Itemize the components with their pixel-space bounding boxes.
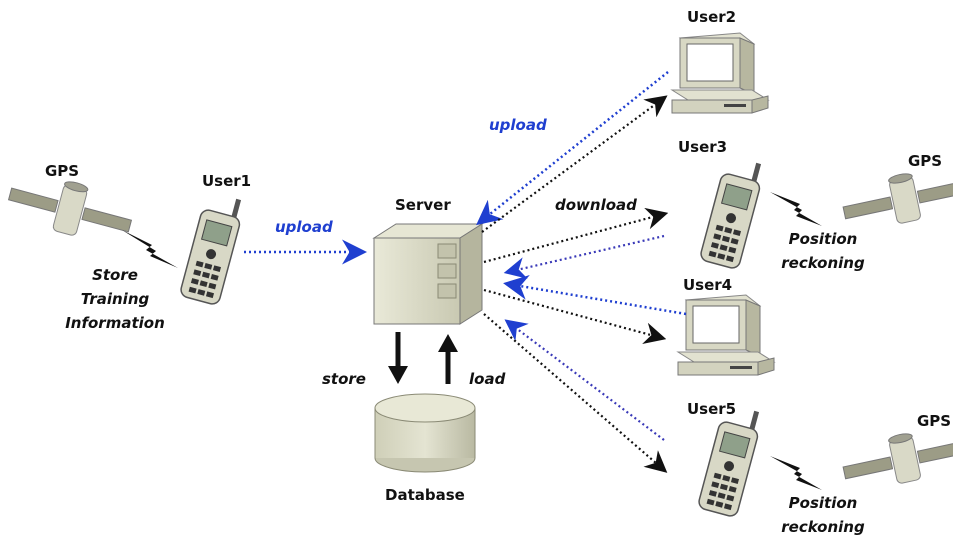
user2-label: User2: [687, 8, 736, 26]
upload-arrow-user3-to-server: [503, 234, 665, 279]
upload-arrow-user4-to-server: [503, 274, 687, 316]
store-training-line-3: Information: [65, 314, 165, 332]
user5-phone-icon: [698, 410, 760, 517]
gps-satellite-user5-icon: [842, 433, 953, 484]
load-label: load: [469, 370, 506, 388]
signal-bolt-user3-icon: [770, 192, 822, 226]
server-icon: [372, 223, 484, 325]
gps-satellite-left-icon: [7, 181, 133, 236]
position-reckoning-user3-line-2: reckoning: [781, 254, 865, 272]
download-arrow-server-to-user4: [483, 288, 667, 345]
user4-computer-icon: [676, 294, 776, 376]
gps-user3-label: GPS: [908, 152, 942, 170]
user4-label: User4: [683, 276, 732, 294]
gps-satellite-user3-icon: [842, 173, 953, 224]
signal-bolt-left-icon: [122, 230, 178, 268]
user3-phone-icon: [700, 162, 762, 269]
position-reckoning-user5-line-2: reckoning: [781, 518, 865, 536]
download-label: download: [555, 196, 637, 214]
user5-label: User5: [687, 400, 736, 418]
upload-label-user2: upload: [489, 116, 547, 134]
position-reckoning-user3-line-1: Position: [789, 230, 858, 248]
download-arrow-server-to-user3: [483, 207, 669, 264]
gps-left-label: GPS: [45, 162, 79, 180]
store-arrow: [388, 332, 408, 384]
user1-label: User1: [202, 172, 251, 190]
user3-label: User3: [678, 138, 727, 156]
signal-bolt-user5-icon: [770, 456, 822, 490]
user1-phone-icon: [180, 198, 242, 305]
download-arrow-server-to-user5: [483, 313, 668, 473]
upload-arrow-user2-to-server: [476, 71, 669, 226]
load-arrow: [438, 334, 458, 384]
store-training-line-2: Training: [81, 290, 150, 308]
server-label: Server: [395, 196, 451, 214]
upload-arrow-user5-to-server: [504, 319, 665, 441]
database-label: Database: [385, 486, 465, 504]
position-reckoning-user5-line-1: Position: [789, 494, 858, 512]
gps-user5-label: GPS: [917, 412, 951, 430]
store-label: store: [322, 370, 366, 388]
user2-computer-icon: [670, 32, 770, 114]
upload-label-user1: upload: [275, 218, 333, 236]
store-training-line-1: Store: [92, 266, 138, 284]
database-icon: [374, 393, 476, 473]
